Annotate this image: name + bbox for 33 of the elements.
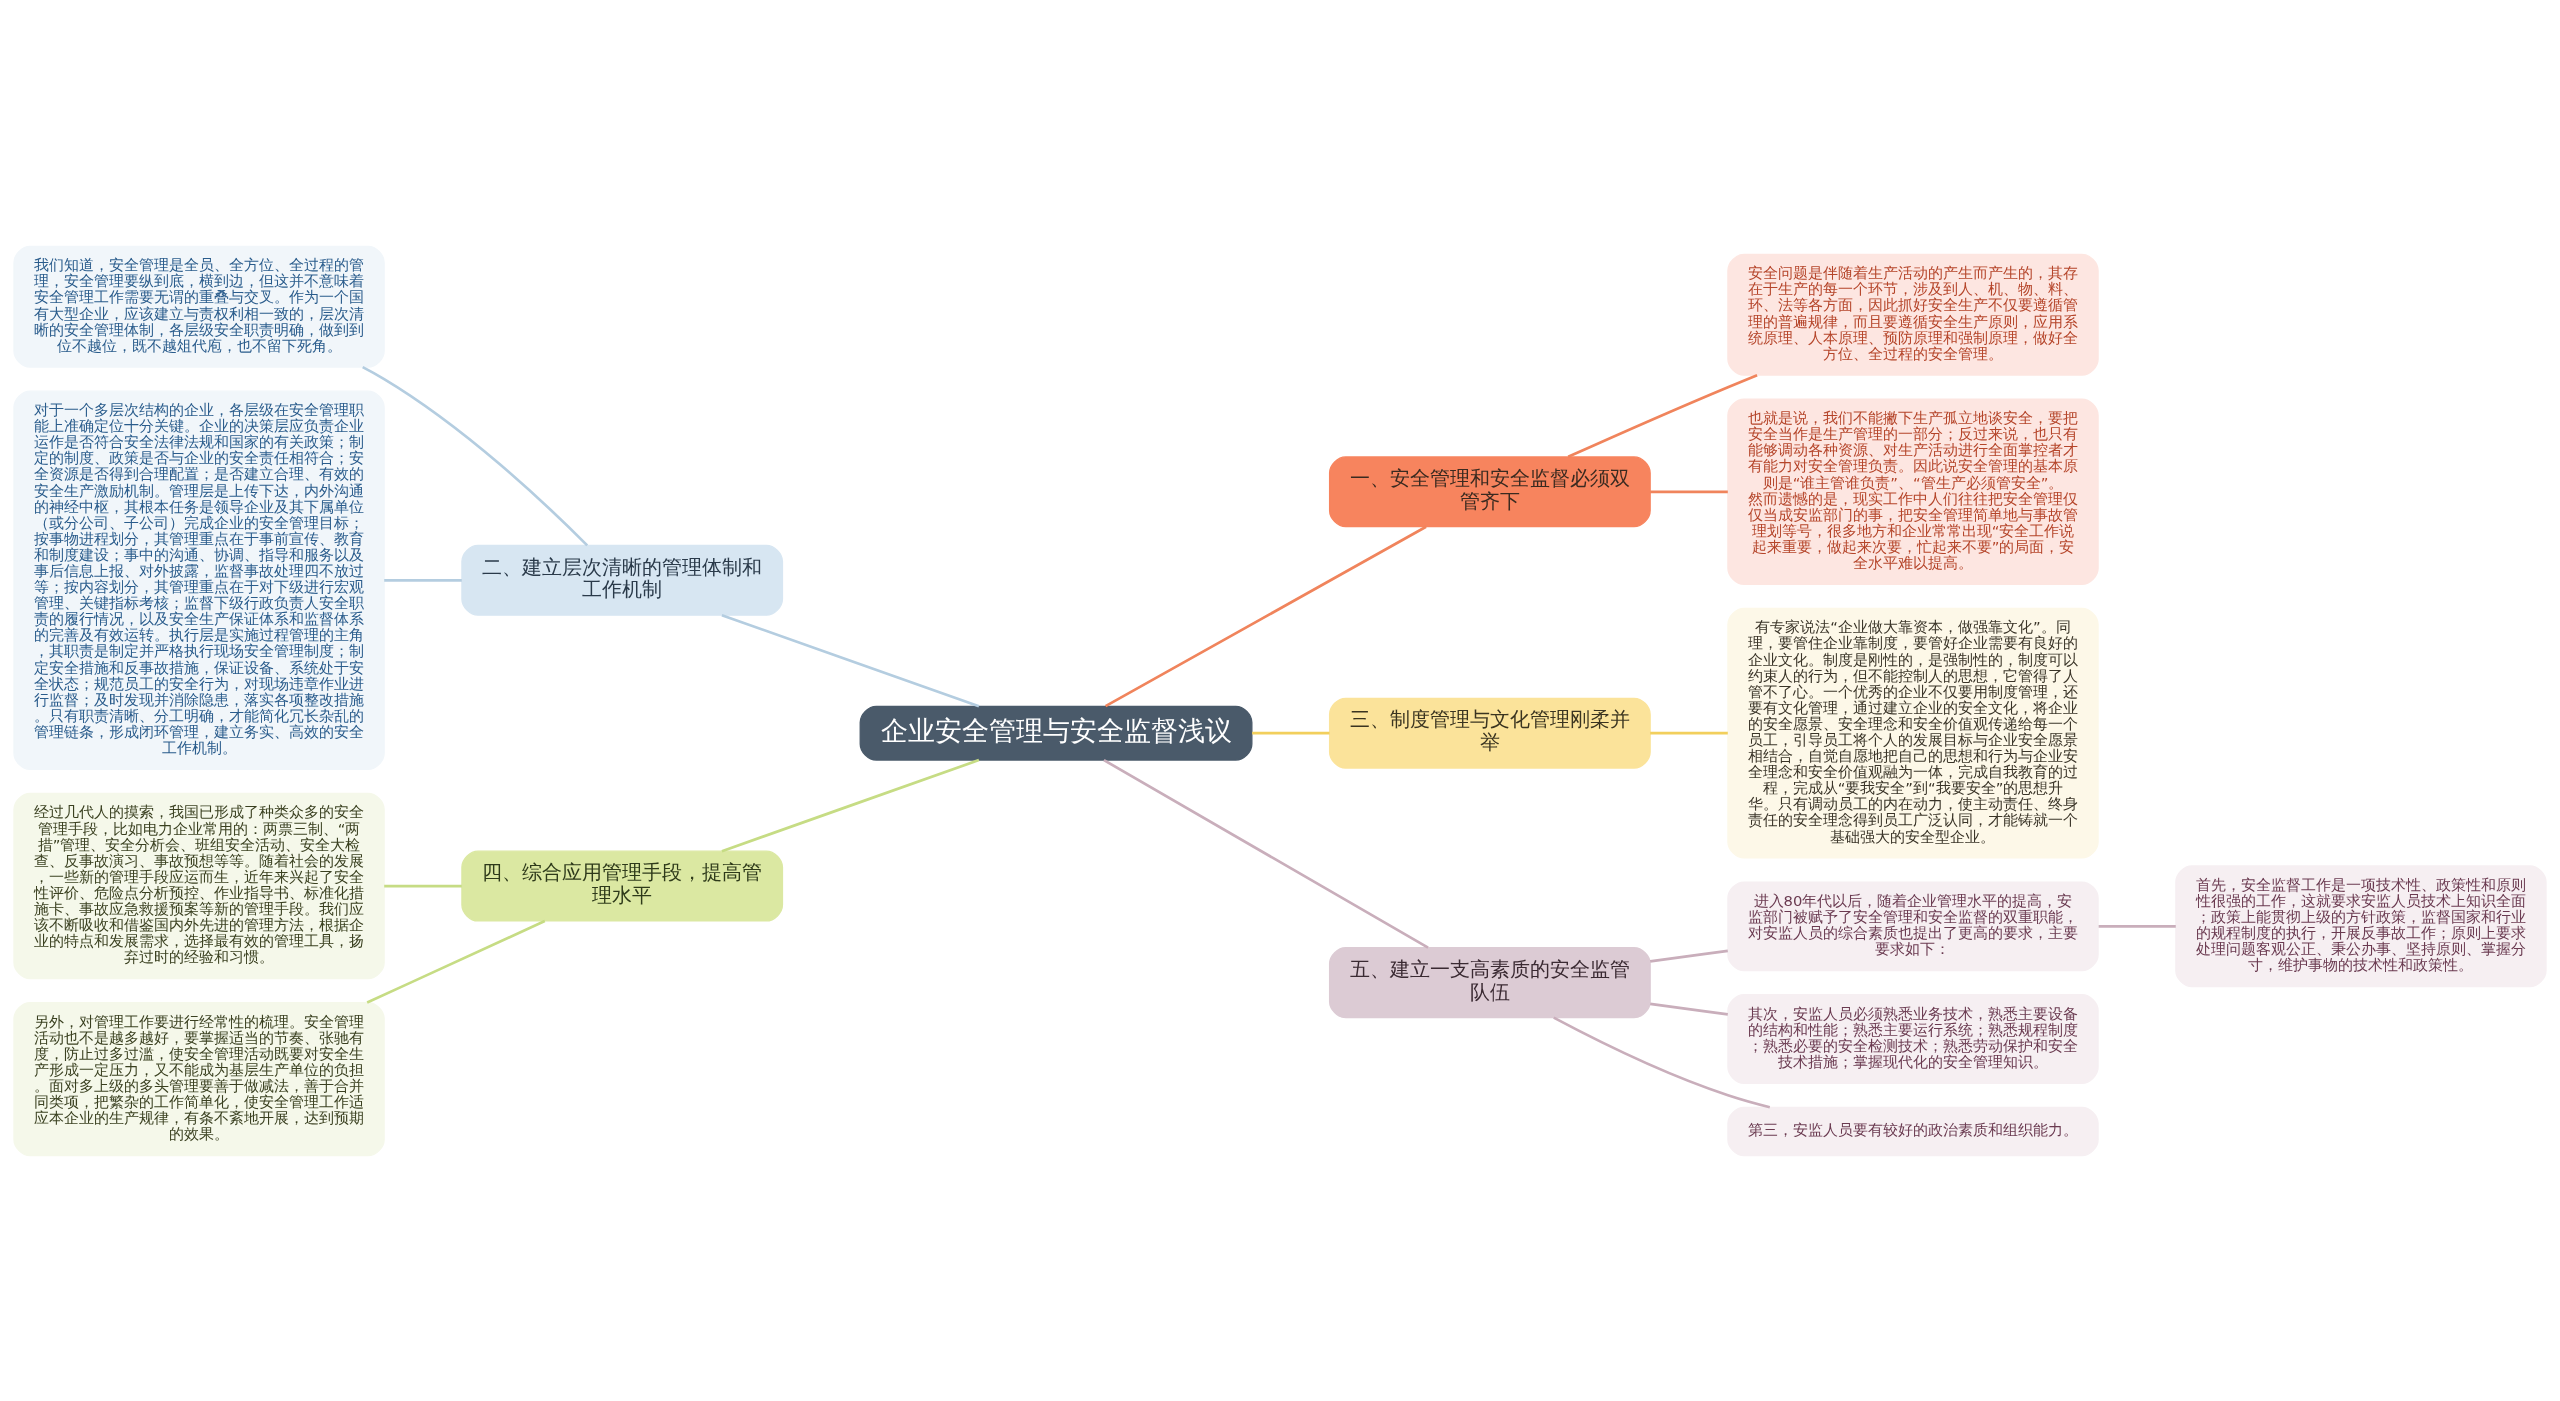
connector xyxy=(384,884,462,887)
node-box: 三、制度管理与文化管理刚柔并举 xyxy=(1328,697,1651,769)
node-box: 首先，安全监督工作是一项技术性、政策性和原则性很强的工作，这就要求安监人员技术上知识全面；政策上能贯彻上级的方针政策，监督国家和行业的规程制度的执行，开展反事故工作；原则上要求处理问题客观公正、秉公办事、坚持原则、掌握分寸，维护事物的技术性和政策性。 xyxy=(2175,864,2547,987)
node-box: 其次，安监人员必须熟悉业务技术，熟悉主要设备的结构和性能；熟悉主要运行系统；熟悉规程制度；熟悉必要的安全检测技术；熟悉劳动保护和安全技术措施；掌握现代化的安全管理知识。 xyxy=(1727,993,2099,1084)
connector xyxy=(1650,1002,1728,1016)
connector xyxy=(1553,1016,1771,1109)
node-box: 安全问题是伴随着生产活动的产生而产生的，其存在于生产的每一个环节，涉及到人、机、物、料、环、法等各方面，因此抓好安全生产不仅要遵循管理的普遍规律，而且要遵循安全生产原则，应用系统原理、人本原理、预防原理和强制原理，做好全方位、全过程的安全管理。 xyxy=(1727,253,2099,376)
node-box: 有专家说法“企业做大靠资本，做强靠文化”。同理，要管住企业靠制度，要管好企业需要有良好的企业文化。制度是刚性的，是强制性的，制度可以约束人的行为，但不能控制人的思想，它管得了人管不了心。一个优秀的企业不仅要用制度管理，还要有文化管理，通过建立企业的安全文化，将企业的安全愿景、安全理念和安全价值观传递给每一个员工，引导员工将个人的发展目标与企业安全愿景相结合，自觉自愿地把自己的思想和行为与企业安全理念和安全价值观融为一体，完成自我教育的过程，完成从“要我安全”到“我要安全”的思想升华。只有调动员工的内在动力，使主动责任、终身责任的安全理念得到员工广泛认同，才能铸就一个基础强大的安全型企业。 xyxy=(1727,607,2099,859)
connector xyxy=(1650,731,1728,735)
node-box: 进入80年代以后，随着企业管理水平的提高，安监部门被赋予了安全管理和安全监督的双重职能，对安监人员的综合素质也提出了更高的要求，主要要求如下： xyxy=(1727,880,2099,971)
connector xyxy=(1103,758,1429,949)
connector xyxy=(1252,731,1330,735)
node-box: 也就是说，我们不能撇下生产孤立地谈安全，要把安全当作是生产管理的一部分；反过来说，也只有能够调动各种资源、对生产活动进行全面掌控者才有能力对安全管理负责。因此说安全管理的基本原则是“谁主管谁负责”、“管生产必须管安全”。然而遗憾的是，现实工作中人们往往把安全管理仅仅当成安监部门的事，把安全管理简单地与事故管理划等号，很多地方和企业常常出现“安全工作说起来重要，做起来次要，忙起来不要”的局面，安全水平难以提高。 xyxy=(1727,398,2099,585)
connector xyxy=(384,578,462,582)
node-box: 二、建立层次清晰的管理体制和工作机制 xyxy=(461,544,784,616)
connector xyxy=(1104,525,1427,707)
node-box: 另外，对管理工作要进行经常性的梳理。安全管理活动也不是越多越好，要掌握适当的节奏、张驰有度，防止过多过滥，使安全管理活动既要对安全生产形成一定压力，又不能成为基层生产单位的负担。面对多上级的多头管理要善于做减法，善于合并同类项，把繁杂的工作简单化，使安全管理工作适应本企业的生产规律，有条不紊地开展，达到预期的效果。 xyxy=(13,1001,385,1156)
connector xyxy=(2098,924,2176,928)
connector xyxy=(1567,373,1758,458)
node-box: 我们知道，安全管理是全员、全方位、全过程的管理，安全管理要纵到底，横到边，但这并不意味着安全管理工作需要无谓的重叠与交叉。作为一个国有大型企业，应该建立与责权利相一致的，层次清晰的安全管理体制，各层级安全职责明确，做到到位不越位，既不越俎代庖，也不留下死角。 xyxy=(13,245,385,368)
node-box: 对于一个多层次结构的企业，各层级在安全管理职能上准确定位十分关键。企业的决策层应负责企业运作是否符合安全法律法规和国家的有关政策；制定的制度、政策是否与企业的安全责任相符合；安全资源是否得到合理配置；是否建立合理、有效的安全生产激励机制。管理层是上传下达，内外沟通的神经中枢，其根本任务是领导企业及其下属单位（或分公司、子公司）完成企业的安全管理目标；按事物进程划分，其管理重点在于事前宣传、教育和制度建设；事中的沟通、协调、指导和服务以及事后信息上报、对外披露，监督事故处理四不放过等；按内容划分，其管理重点在于对下级进行宏观管理、关键指标考核；监督下级行政负责人安全职责的履行情况，以及安全生产保证体系和监督体系的完善及有效运转。执行层是实施过程管理的主角，其职责是制定并严格执行现场安全管理制度；制定安全措施和反事故措施，保证设备、系统处于安全状态；规范员工的安全行为，对现场违章作业进行监督；及时发现并消除隐患，落实各项整改措施。只有职责清晰、分工明确，才能简化冗长杂乱的管理链条，形成闭环管理，建立务实、高效的安全工作机制。 xyxy=(13,390,385,770)
connector xyxy=(1650,489,1728,493)
node-box: 四、综合应用管理手段，提高管理水平 xyxy=(461,850,784,922)
connector xyxy=(721,758,980,852)
node-box: 企业安全管理与安全监督浅议 xyxy=(859,705,1253,761)
connector xyxy=(721,613,980,708)
node-box: 五、建立一支高素质的安全监管队伍 xyxy=(1328,946,1651,1018)
connector xyxy=(366,919,546,1004)
connector xyxy=(1650,949,1728,963)
connector xyxy=(362,365,589,546)
node-box: 一、安全管理和安全监督必须双管齐下 xyxy=(1328,455,1651,527)
node-box: 第三，安监人员要有较好的政治素质和组织能力。 xyxy=(1727,1106,2099,1156)
node-box: 经过几代人的摸索，我国已形成了种类众多的安全管理手段，比如电力企业常用的：两票三制、“两措”管理、安全分析会、班组安全活动、安全大检查、反事故演习、事故预想等等。随着社会的发展，一些新的管理手段应运而生，近年来兴起了安全性评价、危险点分析预控、作业指导书、标准化措施卡、事故应急救援预案等新的管理手段。我们应该不断吸收和借鉴国内外先进的管理方法，根据企业的特点和发展需求，选择最有效的管理工具，扬弃过时的经验和习惯。 xyxy=(13,792,385,979)
